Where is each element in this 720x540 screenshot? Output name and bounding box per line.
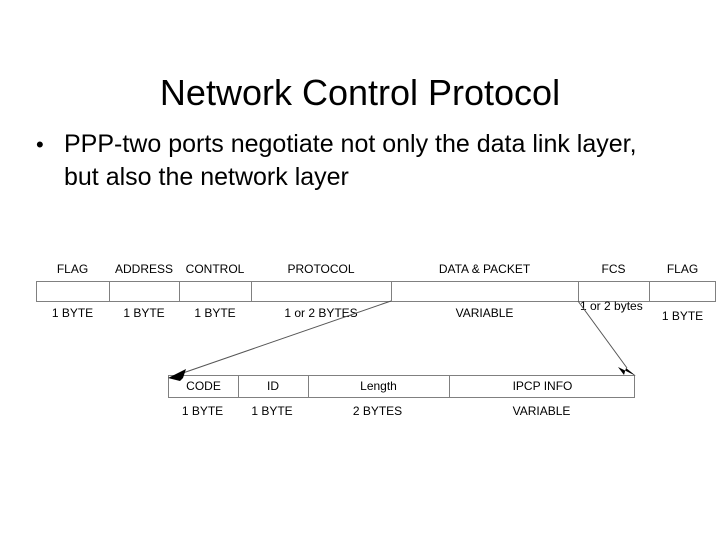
frame-divider bbox=[649, 282, 650, 301]
frame-divider bbox=[238, 376, 239, 397]
frame-divider bbox=[449, 376, 450, 397]
bottom-field-name-code: CODE bbox=[186, 379, 221, 393]
bullet-point-icon: • bbox=[36, 132, 44, 157]
top-field-size-address: 1 BYTE bbox=[123, 306, 165, 320]
ipcp-packet-row: CODE ID Length IPCP INFO bbox=[168, 375, 635, 398]
frame-divider bbox=[308, 376, 309, 397]
frame-divider bbox=[391, 282, 392, 301]
top-field-name-fcs: FCS bbox=[601, 262, 626, 276]
frame-divider bbox=[109, 282, 110, 301]
bottom-field-name-length: Length bbox=[360, 379, 397, 393]
frame-divider bbox=[578, 282, 579, 301]
bullet-list: • PPP-two ports negotiate not only the d… bbox=[36, 128, 676, 194]
bottom-field-size-id: 1 BYTE bbox=[251, 404, 293, 418]
top-field-size-control: 1 BYTE bbox=[194, 306, 236, 320]
top-field-name-protocol: PROTOCOL bbox=[287, 262, 355, 276]
frame-divider bbox=[179, 282, 180, 301]
bottom-field-size-code: 1 BYTE bbox=[181, 404, 224, 418]
bullet-text: PPP-two ports negotiate not only the dat… bbox=[64, 130, 637, 191]
page-title: Network Control Protocol bbox=[159, 72, 561, 114]
top-field-size-data-packet: VARIABLE bbox=[455, 306, 514, 320]
bottom-field-size-ipcp-info: VARIABLE bbox=[512, 404, 571, 418]
top-field-name-control: CONTROL bbox=[185, 262, 245, 276]
bottom-field-size-length: 2 BYTES bbox=[352, 404, 403, 418]
top-field-size-protocol: 1 or 2 BYTES bbox=[284, 306, 358, 320]
top-field-name-flag-1: FLAG bbox=[56, 262, 89, 276]
list-item: • PPP-two ports negotiate not only the d… bbox=[36, 128, 676, 194]
bottom-field-name-id: ID bbox=[267, 379, 279, 393]
top-field-size-flag-1: 1 BYTE bbox=[51, 306, 94, 320]
frame-divider bbox=[251, 282, 252, 301]
top-field-size-fcs: 1 or 2 bytes bbox=[580, 299, 643, 313]
bottom-field-name-ipcp-info: IPCP INFO bbox=[512, 379, 573, 393]
top-field-name-data-packet: DATA & PACKET bbox=[438, 262, 531, 276]
top-field-name-address: ADDRESS bbox=[114, 262, 173, 276]
top-field-name-flag-2: FLAG bbox=[666, 262, 699, 276]
ppp-frame-format-diagram: FLAG ADDRESS CONTROL PROTOCOL DATA & PAC… bbox=[0, 250, 720, 440]
top-field-size-flag-2: 1 BYTE bbox=[661, 309, 704, 323]
